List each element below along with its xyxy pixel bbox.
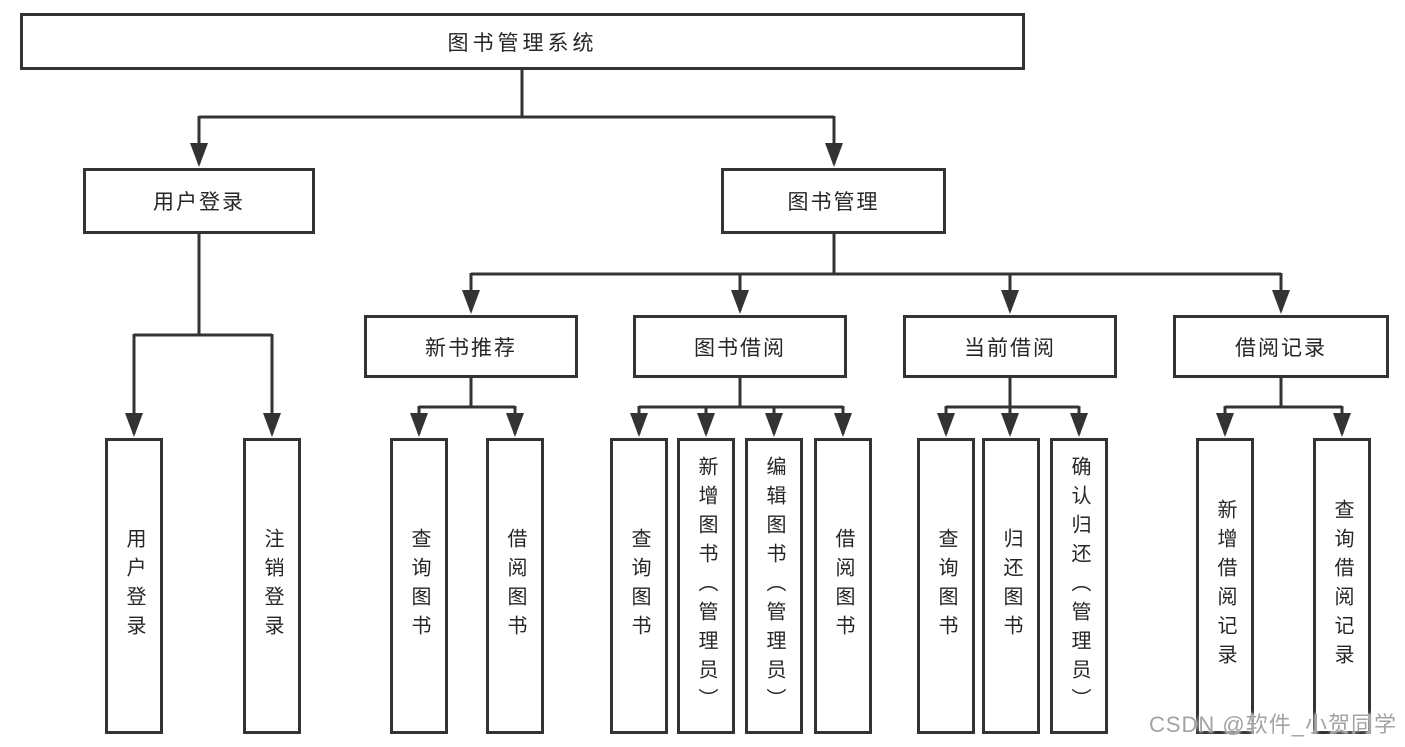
leaf-query-books-borrow: 查询图书 [610,438,668,734]
leaf-query-books-recommend: 查询图书 [390,438,448,734]
leaf-label: 归还图书 [1000,528,1022,644]
edges-userlogin-branch [125,233,281,437]
node-book-management: 图书管理 [721,168,946,234]
node-label: 图书管理 [787,191,880,214]
leaf-add-book-admin: 新增图书（管理员） [677,438,735,734]
edges-borrow-branch [630,377,852,437]
edges-root-to-level2 [190,69,843,167]
node-label: 借阅记录 [1235,336,1327,360]
leaf-label: 查询图书 [408,528,430,644]
leaf-label: 查询图书 [935,528,957,644]
leaf-label: 确认归还（管理员） [1068,455,1090,717]
leaf-label: 新增图书（管理员） [695,455,717,717]
leaf-logout: 注销登录 [243,438,301,734]
leaf-user-login: 用户登录 [105,438,163,734]
node-label: 图书借阅 [694,336,786,360]
leaf-return-book: 归还图书 [982,438,1040,734]
watermark-csdn: CSDN @软件_小贺同学 [1148,712,1397,737]
edges-records-branch [1216,377,1351,437]
leaf-label: 用户登录 [123,528,145,644]
node-library-system: 图书管理系统 [20,13,1025,70]
node-label: 新书推荐 [425,336,517,360]
leaf-label: 编辑图书（管理员） [763,455,785,717]
edges-newbook-branch [410,377,524,437]
node-label: 图书管理系统 [447,31,598,55]
leaf-label: 查询图书 [628,528,650,644]
edges-bookmgmt-to-level3 [462,233,1290,314]
leaf-borrow-books: 借阅图书 [814,438,872,734]
node-label: 用户登录 [153,191,245,214]
leaf-query-borrow-record: 查询借阅记录 [1313,438,1371,734]
leaf-query-books-current: 查询图书 [917,438,975,734]
leaf-label: 查询借阅记录 [1331,499,1353,673]
leaf-label: 新增借阅记录 [1214,499,1236,673]
leaf-label: 借阅图书 [832,528,854,644]
node-user-login: 用户登录 [83,168,315,234]
edges-current-branch [937,377,1088,437]
leaf-label: 借阅图书 [504,528,526,644]
leaf-borrow-books-recommend: 借阅图书 [486,438,544,734]
leaf-label: 注销登录 [261,528,283,644]
node-current-borrow: 当前借阅 [903,315,1117,378]
leaf-edit-book-admin: 编辑图书（管理员） [745,438,803,734]
node-new-book-recommend: 新书推荐 [364,315,578,378]
leaf-confirm-return-admin: 确认归还（管理员） [1050,438,1108,734]
node-borrow-records: 借阅记录 [1173,315,1389,378]
leaf-add-borrow-record: 新增借阅记录 [1196,438,1254,734]
node-book-borrow: 图书借阅 [633,315,847,378]
node-label: 当前借阅 [964,336,1056,360]
